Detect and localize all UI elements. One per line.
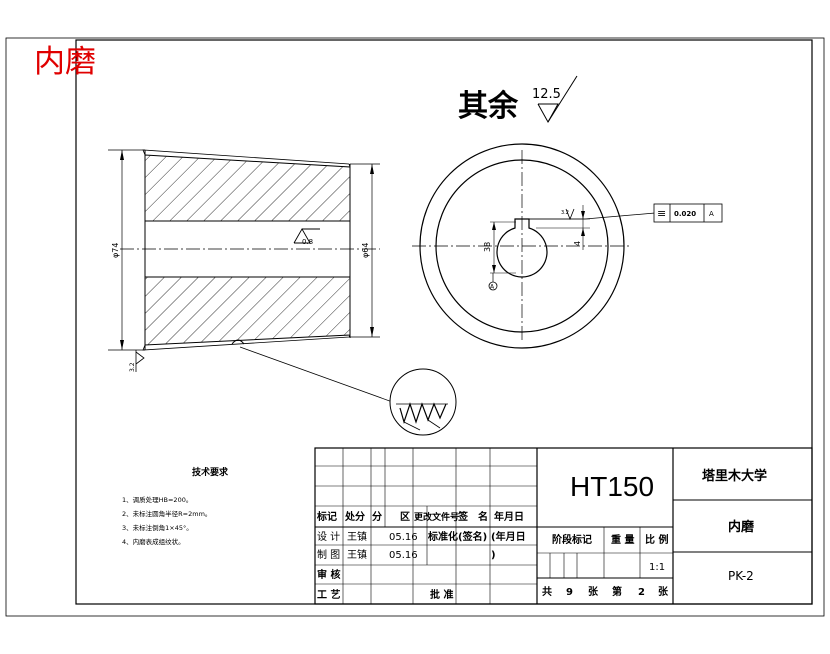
dim-outer-left: φ74 xyxy=(111,243,120,258)
design-cell: ) xyxy=(491,550,496,561)
sheets-cell: 2 xyxy=(638,587,645,598)
scale-label: 比 例 xyxy=(645,533,668,546)
header-cell: 区 xyxy=(400,511,410,523)
draw-cell: 王镇 xyxy=(347,548,367,561)
title-block xyxy=(314,447,813,605)
tech-req-item: 1、调质处理HB=200。 xyxy=(122,495,192,504)
draw-cell: 制 图 xyxy=(317,548,340,561)
tolerance-frame: ≡ 0.020 A xyxy=(653,203,723,223)
corner-label: 内磨 xyxy=(34,44,96,80)
school-name: 塔里木大学 xyxy=(702,468,767,484)
design-cell: 设 计 xyxy=(317,530,340,543)
sheets-cell: 张 xyxy=(658,585,669,598)
part-name: 内磨 xyxy=(728,519,754,535)
sheets-cell: 共 xyxy=(542,585,552,598)
tolerance-datum: A xyxy=(709,210,714,218)
surface-finish-value: 12.5 xyxy=(532,87,561,102)
scale-value: 1:1 xyxy=(649,562,665,573)
design-cell: (签名) xyxy=(458,530,487,543)
design-cell: 05.16 xyxy=(389,532,418,543)
tech-req-item: 2、未标注圆角半径R=2mm。 xyxy=(122,509,211,518)
title-block-text: HT150 塔里木大学 内磨 PK-2 标记 处分 分 区 更改文件号 签 名 … xyxy=(316,468,767,601)
design-cell: 王镇 xyxy=(347,530,367,543)
header-cell: 名 xyxy=(478,510,488,523)
process-cell: 工 艺 xyxy=(317,588,340,601)
sheet-outer-border xyxy=(5,37,825,617)
sheets-cell: 第 xyxy=(612,585,622,598)
end-view: 38 4 3.2 A xyxy=(412,143,656,349)
header-cell: 年月日 xyxy=(494,510,524,523)
material-label: HT150 xyxy=(570,471,654,502)
header-cell: 处分 xyxy=(344,510,365,523)
dim-outer-right: φ64 xyxy=(361,243,370,258)
surface-finish-prefix: 其余 xyxy=(458,89,519,124)
side-roughness-value: 3.2 xyxy=(129,362,136,372)
tolerance-symbol: ≡ xyxy=(657,207,666,220)
surface-roughness-symbol xyxy=(537,75,578,124)
header-cell: 更改文件号 xyxy=(414,511,459,523)
drawing-number: PK-2 xyxy=(728,569,754,583)
tolerance-value: 0.020 xyxy=(674,210,696,218)
check-cell: 审 核 xyxy=(317,568,340,581)
bore-roughness-value: 0.8 xyxy=(302,238,313,246)
keyway-roughness-value: 3.2 xyxy=(561,210,569,216)
tech-req-item: 3、未标注倒角1×45°。 xyxy=(122,523,193,532)
datum-letter: A xyxy=(490,284,495,291)
bore-with-keyway xyxy=(496,218,548,278)
draw-cell: 05.16 xyxy=(389,550,418,561)
design-cell: 标准化 xyxy=(427,530,458,543)
header-cell: 分 xyxy=(372,510,382,523)
hatch-lower xyxy=(144,276,351,346)
technical-requirements: 技术要求 1、调质处理HB=200。 2、未标注圆角半径R=2mm。 3、未标注… xyxy=(122,466,229,546)
weight-label: 重 量 xyxy=(611,533,634,546)
design-cell: (年月日 xyxy=(491,530,526,543)
tech-req-item: 4、内磨表成组纹状。 xyxy=(122,537,185,546)
section-view: φ74 φ64 0.8 3.2 xyxy=(108,149,380,372)
detail-view-circle xyxy=(389,368,457,436)
sheets-cell: 张 xyxy=(588,585,599,598)
side-roughness-symbol xyxy=(135,350,145,372)
sheets-cell: 9 xyxy=(566,587,573,598)
dim-keyway: 4 xyxy=(573,241,582,246)
dim-hole: 38 xyxy=(483,242,492,252)
bore-roughness-symbol xyxy=(293,228,320,244)
header-cell: 标记 xyxy=(316,510,337,523)
stage-mark-label: 阶段标记 xyxy=(552,533,592,546)
hatch-upper xyxy=(144,154,351,222)
detail-leader-line xyxy=(239,346,399,405)
datum-marker xyxy=(488,281,498,291)
header-cell: 签 xyxy=(457,510,469,523)
tech-req-title: 技术要求 xyxy=(192,466,229,478)
approve-cell: 批 准 xyxy=(430,588,453,601)
